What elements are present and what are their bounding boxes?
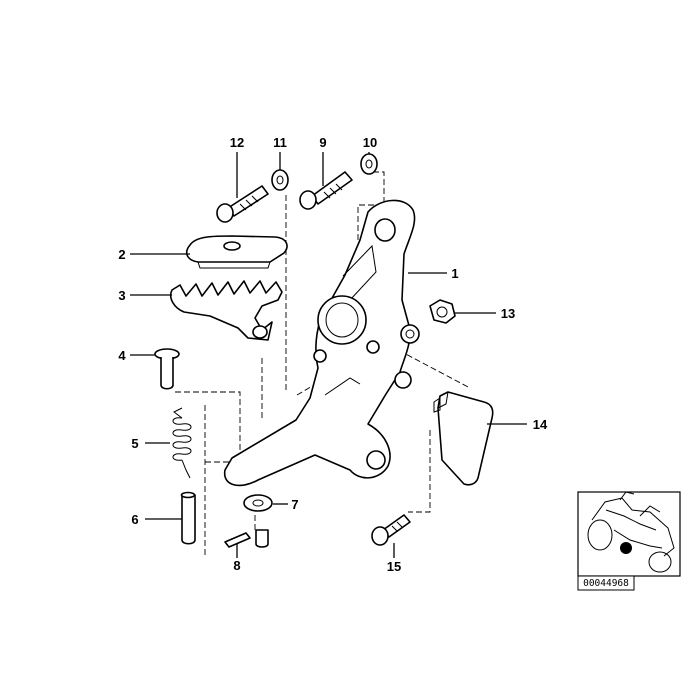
- nut-part: [429, 299, 456, 324]
- callout-labels: 12 11 9 10 2 3 4 5 6 8 7 1 13 14 15: [118, 135, 548, 574]
- footrest-part: [169, 280, 283, 341]
- bolt-part-9: [299, 171, 353, 210]
- callout-9: 9: [319, 135, 326, 150]
- reference-number: 00044968: [583, 578, 629, 589]
- callout-5: 5: [131, 436, 138, 451]
- return-spring-part: [172, 407, 192, 479]
- split-pin-part: [224, 529, 269, 548]
- motorcycle-thumbnail: [587, 491, 675, 573]
- callout-14: 14: [533, 417, 548, 432]
- main-bracket-part: [224, 199, 420, 487]
- leader-lines: [130, 152, 527, 558]
- callout-7: 7: [291, 497, 298, 512]
- washer-part-10: [360, 153, 378, 175]
- washer-part-11: [271, 169, 289, 191]
- callout-4: 4: [118, 348, 126, 363]
- sleeve-part: [180, 491, 196, 545]
- callout-3: 3: [118, 288, 125, 303]
- footrest-rubber-part: [185, 235, 288, 269]
- callout-2: 2: [118, 247, 125, 262]
- bolt-part-15: [371, 514, 411, 546]
- callout-15: 15: [387, 559, 401, 574]
- callout-11: 11: [273, 135, 287, 150]
- callout-12: 12: [230, 135, 244, 150]
- location-inset: 00044968: [577, 491, 681, 591]
- callout-8: 8: [233, 558, 240, 573]
- washer-part-7: [243, 494, 273, 512]
- bolt-part-12: [216, 185, 269, 223]
- callout-6: 6: [131, 512, 138, 527]
- callout-1: 1: [451, 266, 458, 281]
- location-marker: [620, 542, 632, 554]
- callout-13: 13: [501, 306, 515, 321]
- pin-part: [154, 348, 180, 390]
- callout-10: 10: [363, 135, 377, 150]
- pad-part: [433, 391, 494, 486]
